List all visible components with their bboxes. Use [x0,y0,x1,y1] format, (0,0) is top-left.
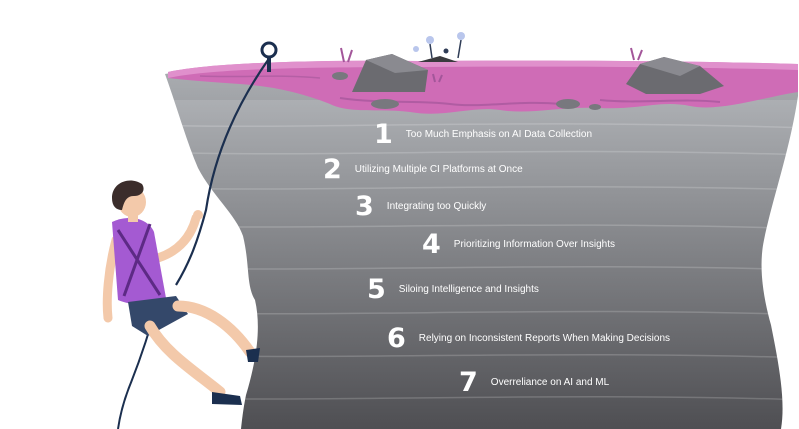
item-number: 7 [459,367,478,398]
climber-figure [102,180,260,405]
item-number: 5 [367,274,386,305]
item-label: Too Much Emphasis on AI Data Collection [405,128,593,140]
boulder-icon [626,57,724,94]
flower-icon [413,32,465,62]
list-item: 1 Too Much Emphasis on AI Data Collectio… [374,121,592,148]
item-number: 2 [323,154,342,185]
item-number: 6 [387,323,406,354]
item-number: 4 [422,229,441,260]
item-label: Integrating too Quickly [386,200,487,212]
item-label: Relying on Inconsistent Reports When Mak… [418,332,671,344]
list-item: 4 Prioritizing Information Over Insights [422,231,615,258]
grass-icon [340,47,643,83]
list-item: 3 Integrating too Quickly [355,193,486,220]
anchor-ring-icon [260,41,278,72]
list-item: 6 Relying on Inconsistent Reports When M… [387,325,670,352]
boulder-icon [352,54,428,92]
list-item: 2 Utilizing Multiple CI Platforms at Onc… [323,156,523,183]
pebble-group [332,72,601,110]
item-label: Siloing Intelligence and Insights [398,283,539,295]
item-label: Overreliance on AI and ML [490,376,610,388]
list-item: 7 Overreliance on AI and ML [459,369,609,396]
item-label: Prioritizing Information Over Insights [453,238,615,250]
list-item: 5 Siloing Intelligence and Insights [367,276,539,303]
item-number: 3 [355,191,374,222]
item-label: Utilizing Multiple CI Platforms at Once [354,163,523,175]
item-number: 1 [374,119,393,150]
